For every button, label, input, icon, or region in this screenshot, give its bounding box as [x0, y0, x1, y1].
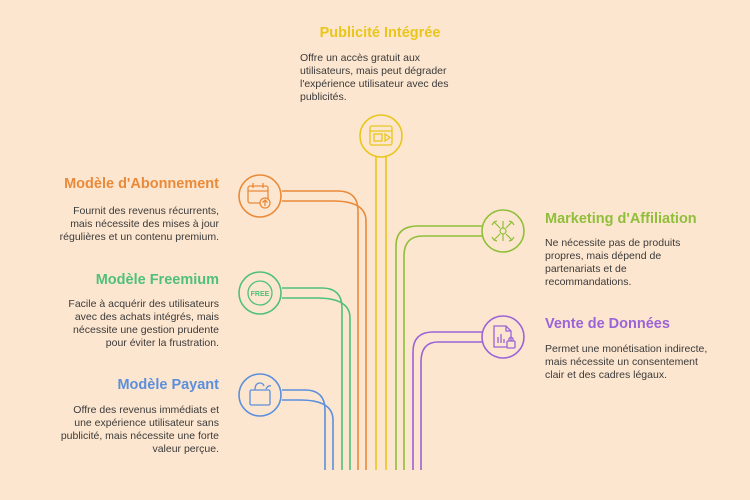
payant-path-inner — [282, 399, 334, 470]
abonnement-title: Modèle d'Abonnement — [64, 176, 219, 192]
donnees-node — [481, 315, 525, 359]
publicite-title: Publicité Intégrée — [319, 25, 441, 41]
affiliation-path — [395, 225, 482, 470]
payant-path — [282, 389, 326, 470]
free-badge-icon: FREE — [247, 280, 273, 306]
free-badge-text: FREE — [251, 291, 270, 298]
freemium-title: Modèle Freemium — [95, 272, 219, 288]
payant-title: Modèle Payant — [117, 377, 219, 393]
freemium-path — [282, 287, 343, 470]
donnees-path-inner — [420, 341, 482, 470]
donnees-path — [412, 331, 482, 470]
ad-window-icon — [369, 125, 393, 146]
calendar-arrow-icon — [247, 183, 271, 209]
freemium-path-inner — [282, 297, 351, 470]
abonnement-node — [238, 174, 282, 218]
data-report-lock-icon — [493, 325, 516, 349]
affiliation-desc: Ne nécessite pas de produits propres, ma… — [545, 237, 681, 288]
publicite-desc: Offre un accès gratuit aux utilisateurs,… — [300, 52, 449, 103]
network-hub-icon — [491, 220, 515, 242]
abonnement-desc: Fournit des revenus récurrents, mais néc… — [59, 205, 219, 243]
affiliation-path-inner — [403, 235, 482, 470]
freemium-desc: Facile à acquérir des utilisateurs avec … — [68, 298, 219, 349]
donnees-desc: Permet une monétisation indirecte, mais … — [545, 343, 708, 381]
abonnement-path-inner — [282, 200, 367, 470]
affiliation-title: Marketing d'Affiliation — [545, 211, 697, 227]
affiliation-node — [481, 209, 525, 253]
shopping-bag-icon — [249, 382, 272, 406]
freemium-node: FREE — [238, 271, 282, 315]
abonnement-path — [282, 190, 359, 470]
publicite-node — [359, 114, 403, 158]
payant-desc: Offre des revenus immédiats et une expér… — [60, 404, 219, 455]
payant-node — [238, 373, 282, 417]
donnees-title: Vente de Données — [545, 316, 670, 332]
